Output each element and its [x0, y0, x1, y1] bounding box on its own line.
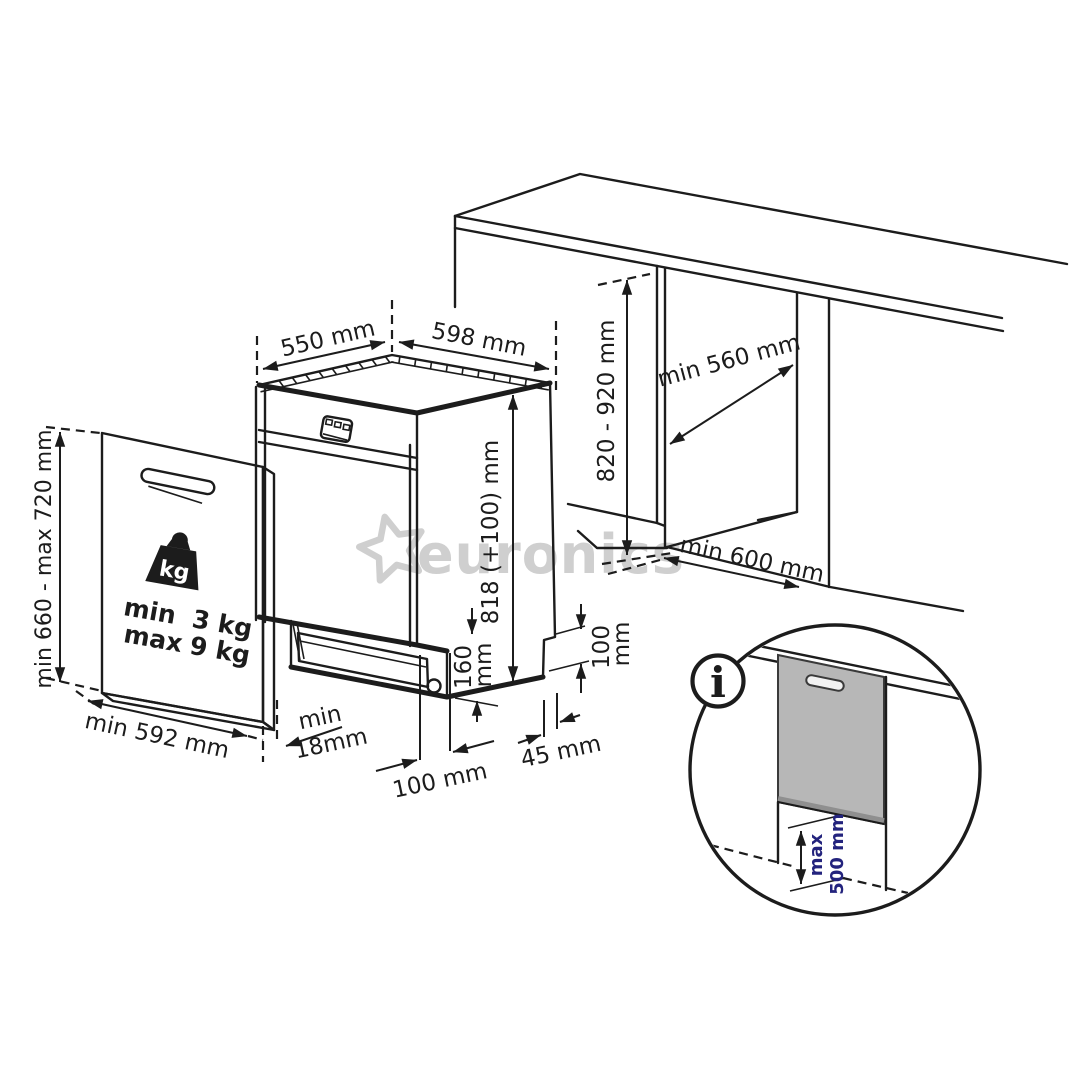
dim-front-recess-depth: 100 mm: [390, 758, 489, 803]
control-panel: [319, 415, 354, 444]
dim-inset-max-1: max: [806, 833, 827, 876]
dim-rear-recess-h-1: 100: [589, 625, 615, 669]
dim-worktop-depth: min 600 mm: [678, 532, 827, 588]
inset-door-handle: [805, 674, 845, 692]
weight-icon: kg: [145, 532, 199, 591]
dim-inset-max-2: 500 mm: [827, 813, 848, 894]
watermark-text: euronics: [417, 523, 685, 586]
info-icon: i: [690, 653, 746, 709]
dim-plinth-2: mm: [471, 643, 497, 688]
info-icon-glyph: i: [710, 658, 726, 707]
dim-niche-height: 820 - 920 mm: [594, 320, 620, 483]
dim-rear-recess-h-2: mm: [609, 622, 635, 667]
dimension-annotations: 550 mm 598 mm 818 (+100) mm 820 - 920 mm…: [32, 272, 827, 804]
dim-rear-recess-depth: 45 mm: [518, 731, 603, 773]
dim-height: 818 (+100) mm: [478, 440, 504, 624]
watermark: euronics: [356, 513, 685, 586]
star-icon: [356, 513, 425, 584]
door-handle: [140, 467, 216, 505]
dim-width-top: 598 mm: [429, 318, 528, 362]
kitchen-counter: [453, 172, 1069, 333]
dim-niche-depth: min 560 mm: [655, 329, 803, 392]
dim-door-height: min 660 - max 720 mm: [32, 429, 57, 688]
inset-detail: max 500 mm i: [688, 623, 982, 917]
weight-icon-label: kg: [157, 556, 191, 586]
plinth-wheel: [426, 678, 442, 694]
dim-plinth-1: 160: [451, 645, 477, 689]
